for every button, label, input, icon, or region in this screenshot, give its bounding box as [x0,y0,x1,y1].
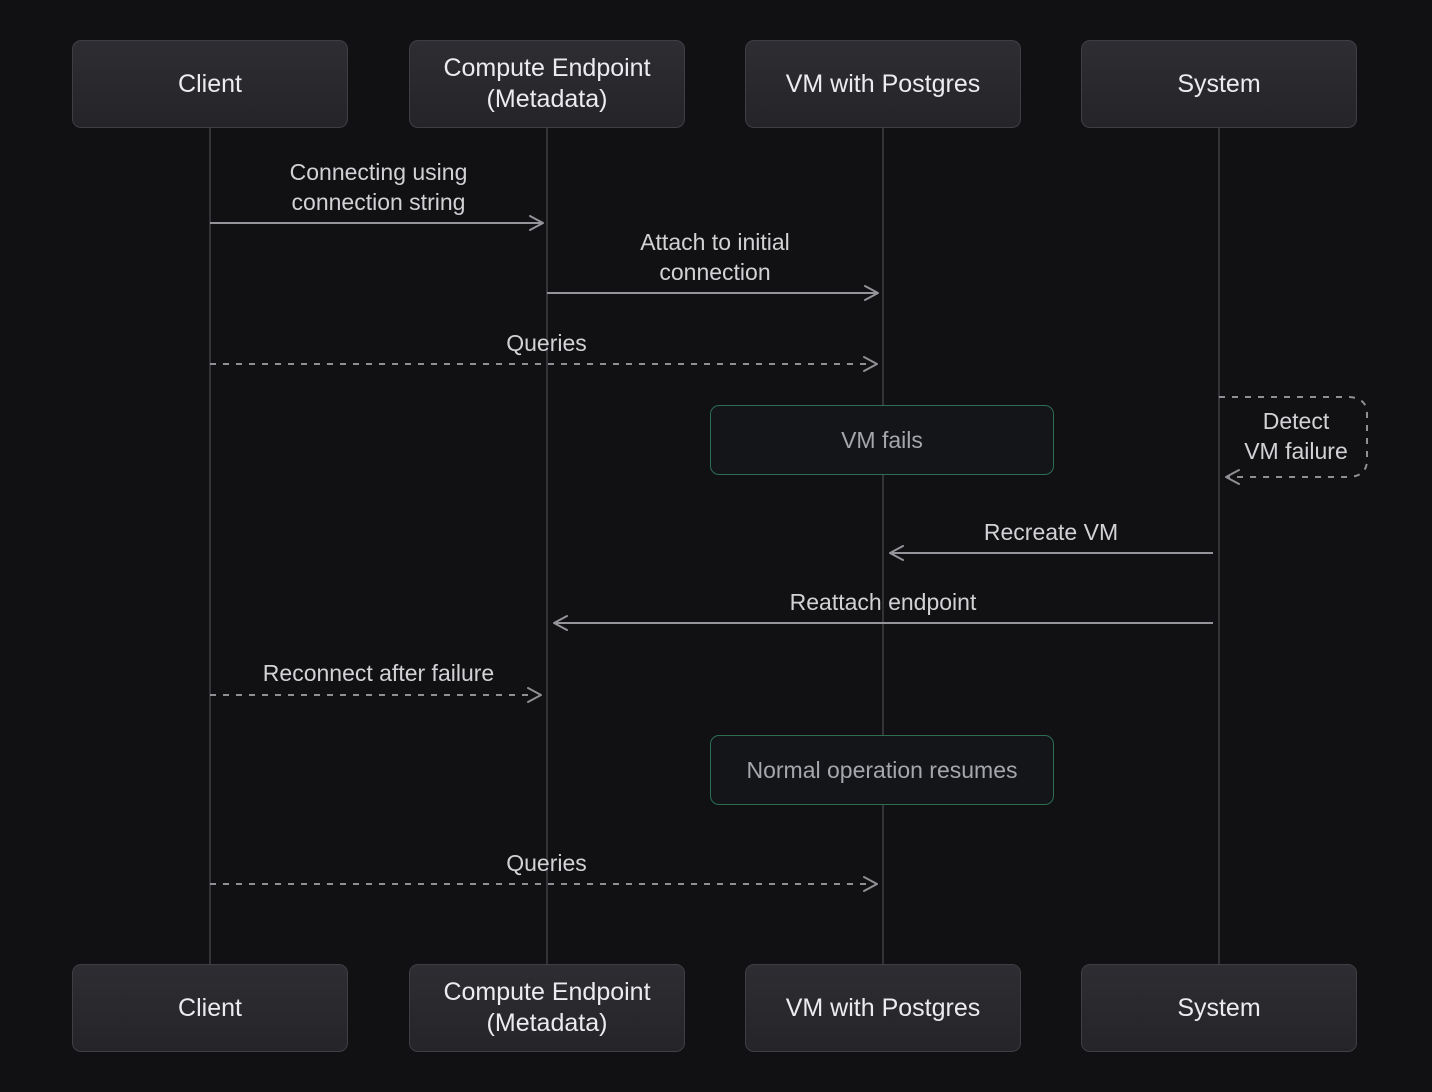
actor-client-bottom: Client [72,964,348,1052]
message-3-arrowhead-icon [864,357,877,371]
actor-label: System [1177,69,1261,98]
message-label-queries-1: Queries [506,330,587,356]
actor-label: Client [178,993,242,1022]
actor-label: System [1177,993,1261,1022]
actor-system-top: System [1081,40,1357,128]
self-message-loop-line [1219,397,1367,477]
self-message-label-detect-vm-failure: Detect VM failure [1244,408,1348,464]
message-1-arrowhead-icon [530,216,543,230]
note-vm-fails: VM fails [710,405,1054,475]
message-4-arrowhead-icon [890,546,903,560]
message-6-arrowhead-icon [528,688,541,702]
actor-label: VM with Postgres [785,993,981,1022]
message-2-arrowhead-icon [865,286,878,300]
actor-label: Compute Endpoint (Metadata) [443,54,651,113]
note-label: VM fails [841,427,923,453]
actor-label: VM with Postgres [785,69,981,98]
actor-compute-endpoint-top: Compute Endpoint (Metadata) [409,40,685,128]
actor-vm-with-postgres-bottom: VM with Postgres [745,964,1021,1052]
message-label-reattach-endpoint: Reattach endpoint [789,589,977,615]
message-7-arrowhead-icon [864,877,877,891]
message-label-connecting: Connecting using connection string [289,159,468,215]
message-label-reconnect: Reconnect after failure [262,660,495,686]
note-normal-operation-resumes: Normal operation resumes [710,735,1054,805]
actor-system-bottom: System [1081,964,1357,1052]
actor-label: Compute Endpoint (Metadata) [443,978,651,1037]
actor-compute-endpoint-bottom: Compute Endpoint (Metadata) [409,964,685,1052]
actor-client-top: Client [72,40,348,128]
note-label: Normal operation resumes [746,757,1018,783]
self-message-arrowhead-icon [1226,470,1239,484]
message-label-attach: Attach to initial connection [640,229,790,285]
message-label-queries-2: Queries [506,850,587,876]
actor-label: Client [178,69,242,98]
actor-vm-with-postgres-top: VM with Postgres [745,40,1021,128]
message-label-recreate-vm: Recreate VM [983,519,1119,545]
message-5-arrowhead-icon [554,616,567,630]
